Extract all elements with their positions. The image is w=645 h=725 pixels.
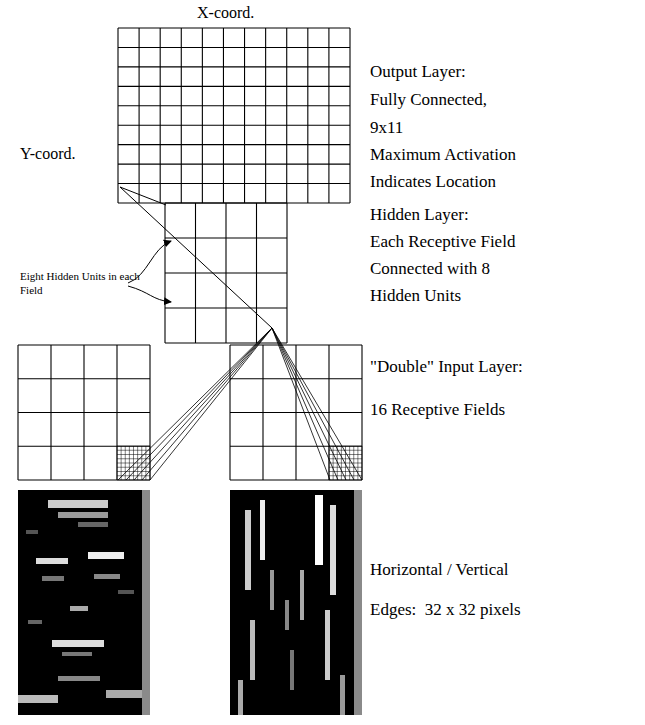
grid-line (18, 344, 150, 345)
grid-line (118, 125, 350, 126)
grid-line (18, 378, 150, 379)
grid-line (307, 28, 308, 203)
grid-line (181, 28, 182, 203)
grid-line (117, 450, 150, 451)
grid-line (328, 28, 329, 203)
grid-line (118, 144, 350, 145)
grid-line (118, 164, 350, 165)
layer-grids (18, 28, 362, 480)
grid-line (329, 463, 362, 464)
grid-line (118, 183, 350, 184)
layer-heading: Output Layer: (370, 62, 466, 82)
grid-line (349, 28, 350, 203)
grid-line (165, 237, 287, 238)
layer-note: Edges: 32 x 32 pixels (370, 600, 521, 620)
grid-line (142, 328, 272, 480)
layer-note: Hidden Units (370, 286, 461, 306)
layer-note: 9x11 (370, 118, 403, 138)
layer-note: Indicates Location (370, 172, 496, 192)
grid-line (18, 446, 150, 447)
grid-line (286, 28, 287, 203)
grid-line (118, 47, 350, 48)
grid-line (160, 28, 161, 203)
layer-note: Maximum Activation (370, 145, 516, 165)
grid-line (118, 66, 350, 67)
layer-note: Fully Connected, (370, 90, 487, 110)
horizontal-edge-image (18, 490, 150, 715)
grid-line (244, 28, 245, 203)
grid-line (272, 328, 330, 480)
grid-line (165, 202, 287, 203)
grid-line (150, 328, 272, 480)
grid-line (329, 450, 362, 451)
grid-line (117, 480, 150, 481)
layer-note: Each Receptive Field (370, 232, 515, 252)
grid-line (18, 412, 150, 413)
grid-line (230, 378, 362, 379)
grid-line (117, 458, 150, 459)
grid-line (329, 475, 362, 476)
grid-line (118, 86, 350, 87)
grid-line (329, 467, 362, 468)
grid-line (272, 328, 362, 480)
layer-note: 16 Receptive Fields (370, 400, 505, 420)
axis-label: Y-coord. (20, 145, 76, 163)
grid-line (134, 328, 272, 480)
grid-line (329, 458, 362, 459)
axis-label: X-coord. (197, 4, 254, 22)
grid-line (230, 344, 362, 345)
grid-line (223, 28, 224, 203)
grid-line (230, 479, 362, 480)
grid-line (272, 328, 338, 480)
vertical-edge-image (230, 490, 362, 715)
grid-line (202, 28, 203, 203)
layer-note: Connected with 8 (370, 259, 490, 279)
grid-line (117, 446, 150, 447)
grid-line (18, 479, 150, 480)
grid-line (117, 28, 118, 203)
layer-heading: Hidden Layer: (370, 205, 469, 225)
grid-line (165, 342, 287, 343)
grid-line (272, 328, 354, 480)
grid-line (118, 328, 272, 480)
grid-line (117, 463, 150, 464)
grid-line (118, 27, 350, 28)
grid-line (165, 272, 287, 273)
connection-lines (120, 187, 272, 328)
grid-line (118, 105, 350, 106)
grid-line (126, 328, 272, 480)
grid-line (272, 328, 346, 480)
grid-line (165, 307, 287, 308)
grid-line (118, 202, 350, 203)
grid-line (265, 28, 266, 203)
callout-text: Field (20, 284, 43, 297)
layer-heading: "Double" Input Layer: (370, 357, 523, 377)
grid-line (139, 28, 140, 203)
layer-heading: Horizontal / Vertical (370, 560, 508, 580)
grid-line (329, 446, 362, 447)
grid-line (230, 412, 362, 413)
receptive-field-lines (118, 328, 362, 480)
grid-line (117, 454, 150, 455)
callout-text: Eight Hidden Units in each (20, 270, 140, 283)
